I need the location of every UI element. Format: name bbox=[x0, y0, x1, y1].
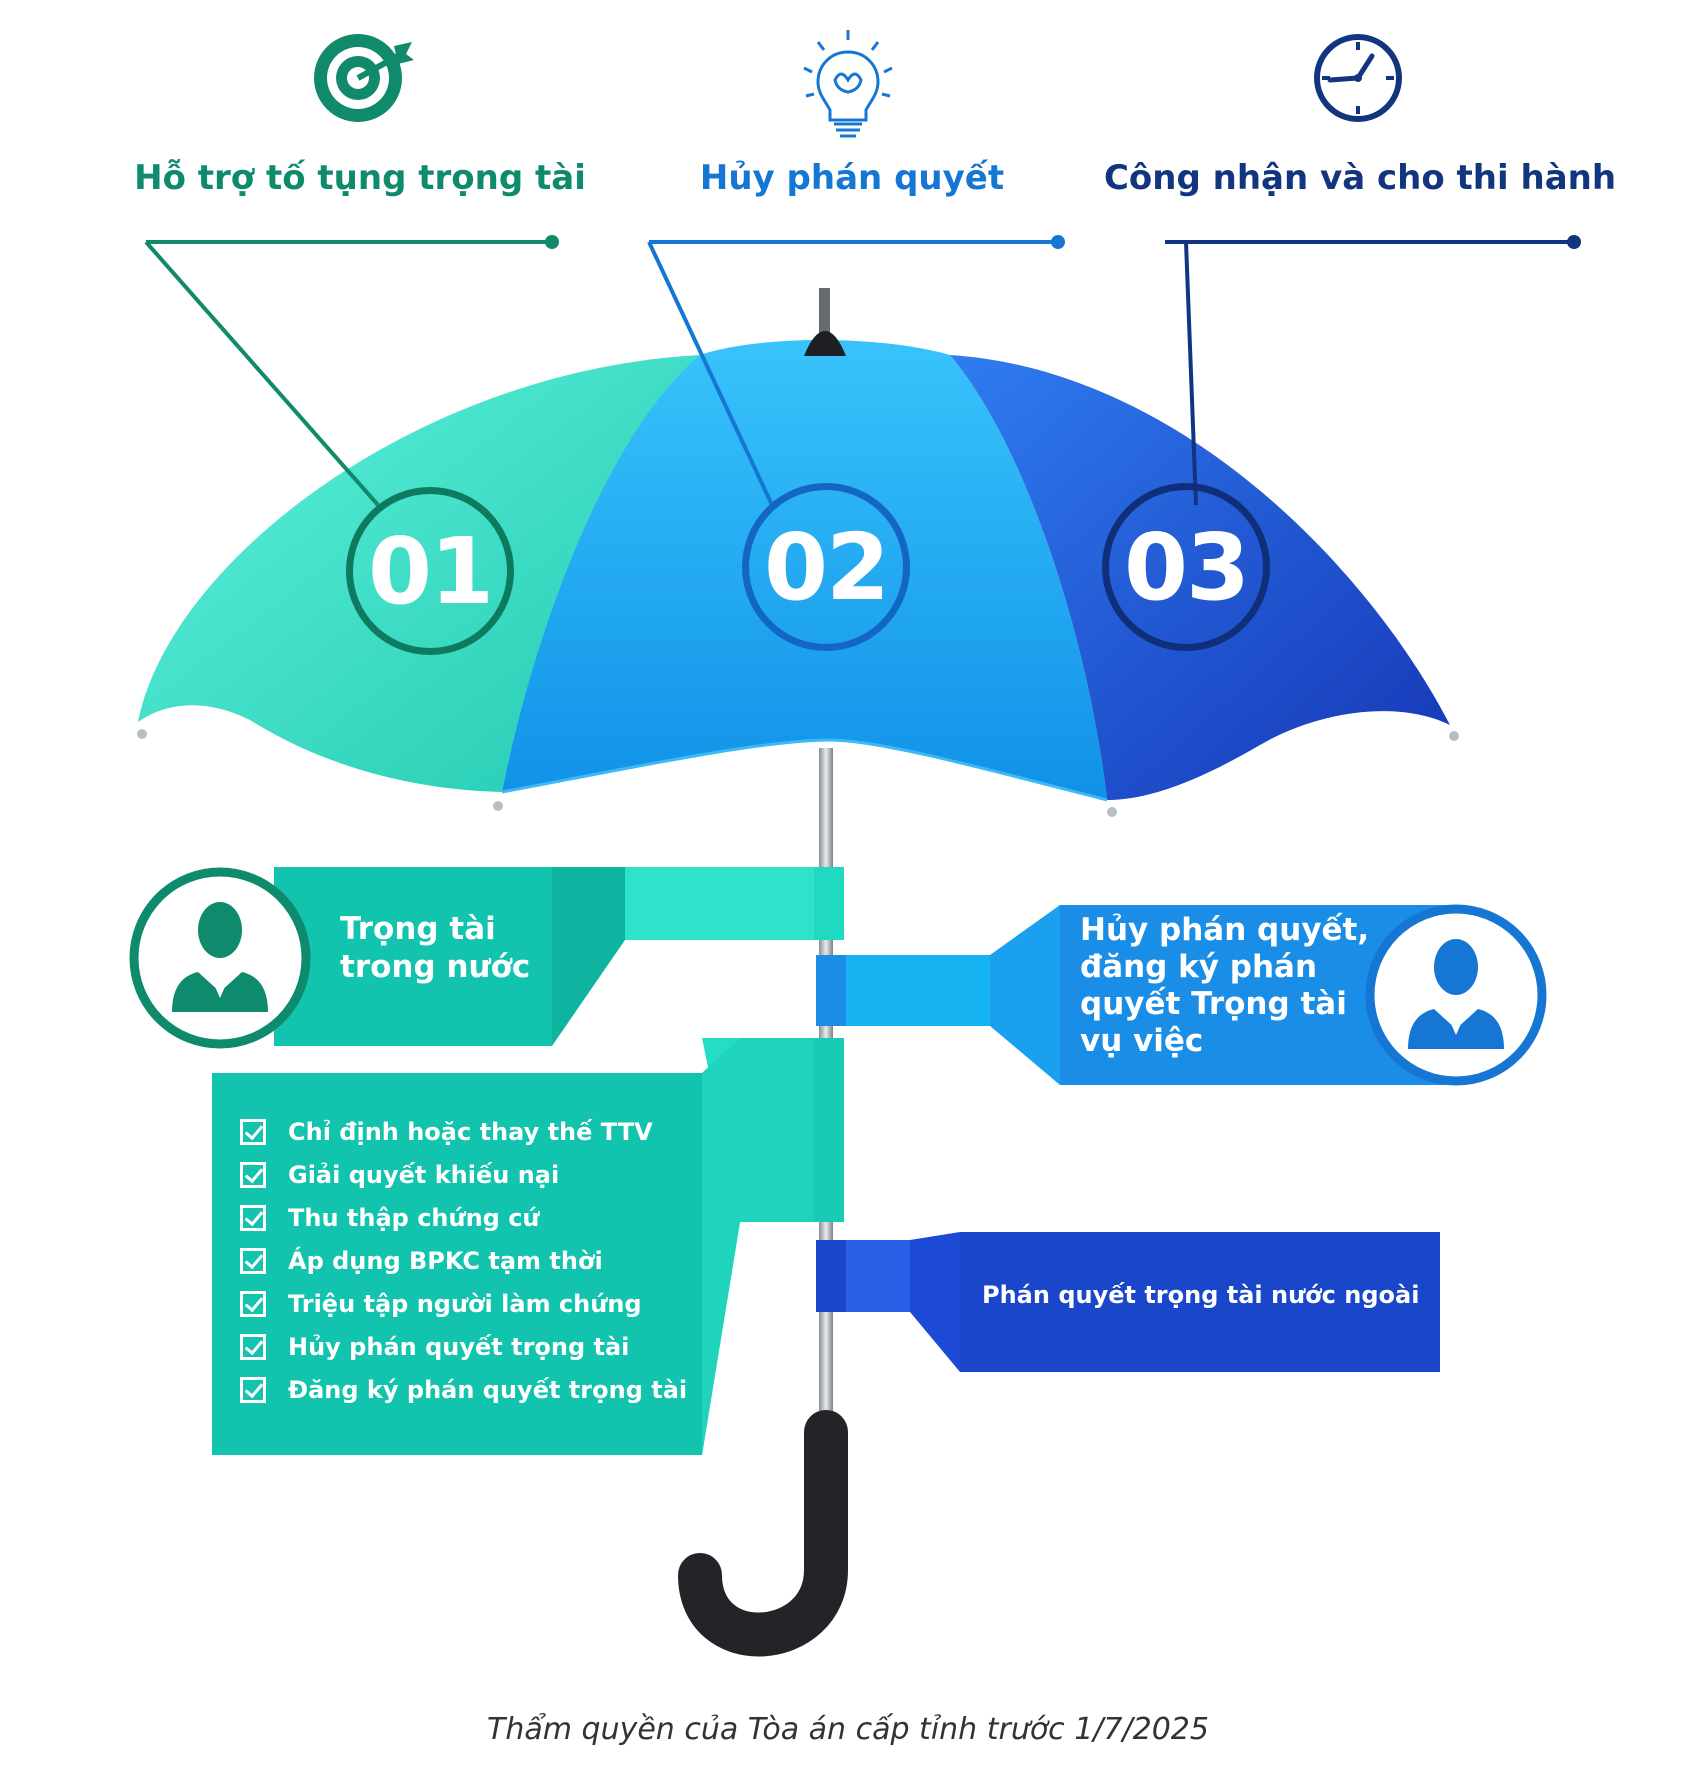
checklist-item: Hủy phán quyết trọng tài bbox=[240, 1325, 687, 1368]
competence-checklist: Chỉ định hoặc thay thế TTV Giải quyết kh… bbox=[240, 1110, 687, 1411]
banner-foreign bbox=[816, 1232, 1440, 1372]
figure-caption: Thẩm quyền của Tòa án cấp tỉnh trước 1/7… bbox=[487, 1712, 1209, 1747]
lightbulb-icon bbox=[803, 30, 893, 138]
title-annul-award: Hủy phán quyết bbox=[699, 158, 1005, 198]
checkbox-icon bbox=[240, 1247, 266, 1274]
title-arbitration-support: Hỗ trợ tố tụng trọng tài bbox=[134, 158, 586, 198]
target-icon bbox=[314, 34, 414, 122]
businessman-icon bbox=[1365, 904, 1547, 1086]
banner-domestic-label: Trọng tài trong nước bbox=[340, 911, 531, 985]
banner-checklist bbox=[212, 1038, 844, 1455]
checkbox-icon bbox=[240, 1290, 266, 1317]
checklist-item: Giải quyết khiếu nại bbox=[240, 1153, 687, 1196]
checkbox-icon bbox=[240, 1161, 266, 1188]
panel-number-03: 03 bbox=[1102, 483, 1270, 651]
panel-number-02: 02 bbox=[742, 483, 910, 651]
checklist-item: Đăng ký phán quyết trọng tài bbox=[240, 1368, 687, 1411]
checkbox-icon bbox=[240, 1204, 266, 1231]
checkbox-icon bbox=[240, 1376, 266, 1403]
checklist-item: Áp dụng BPKC tạm thời bbox=[240, 1239, 687, 1282]
businessman-icon bbox=[129, 867, 311, 1049]
banner-annul-register-label: Hủy phán quyết, đăng ký phán quyết Trọng… bbox=[1080, 912, 1370, 1059]
title-recognition-enforcement: Công nhận và cho thi hành bbox=[1103, 158, 1617, 198]
leader-lines bbox=[144, 235, 1581, 507]
banner-foreign-label: Phán quyết trọng tài nước ngoài bbox=[982, 1281, 1420, 1309]
checklist-item: Chỉ định hoặc thay thế TTV bbox=[240, 1110, 687, 1153]
banner-annul-register bbox=[816, 905, 1450, 1085]
clock-icon bbox=[1314, 34, 1402, 122]
checkbox-icon bbox=[240, 1333, 266, 1360]
checklist-item: Triệu tập người làm chứng bbox=[240, 1282, 687, 1325]
umbrella-handle bbox=[678, 1410, 848, 1657]
checklist-item: Thu thập chứng cứ bbox=[240, 1196, 687, 1239]
checkbox-icon bbox=[240, 1118, 266, 1145]
panel-number-01: 01 bbox=[346, 487, 514, 655]
banner-domestic bbox=[274, 867, 844, 1046]
